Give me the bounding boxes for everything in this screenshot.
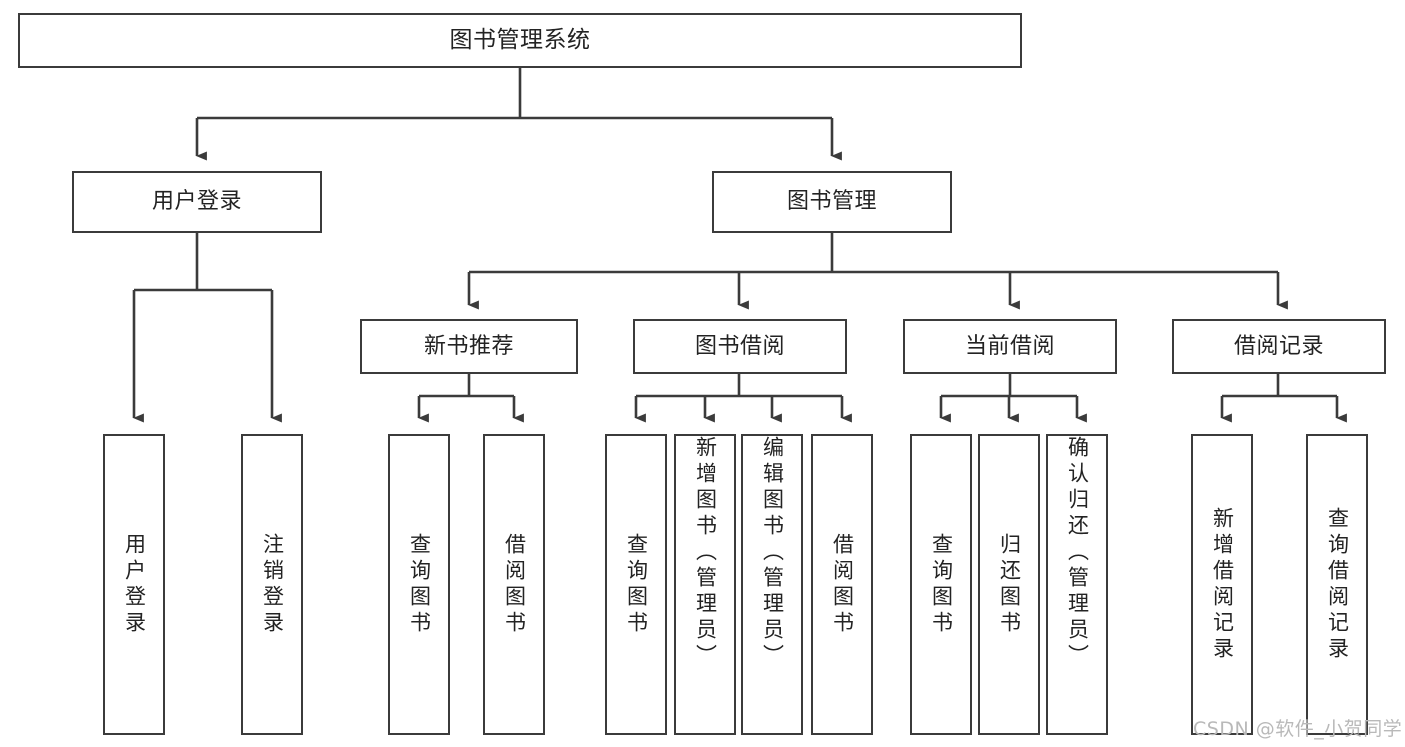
node-leaf-user-login[interactable]: 用户登录 xyxy=(103,434,165,735)
node-user-login[interactable]: 用户登录 xyxy=(72,171,322,233)
node-book-management-label: 图书管理 xyxy=(786,189,877,215)
node-leaf-borrow-book-2-label: 借阅图书 xyxy=(830,532,855,637)
node-leaf-confirm-return[interactable]: 确认归还（管理员） xyxy=(1046,434,1108,735)
node-current-borrow-label: 当前借阅 xyxy=(964,333,1055,359)
node-leaf-query-book-2[interactable]: 查询图书 xyxy=(605,434,667,735)
node-leaf-query-record[interactable]: 查询借阅记录 xyxy=(1306,434,1368,735)
node-leaf-add-book[interactable]: 新增图书（管理员） xyxy=(674,434,736,735)
node-leaf-add-record-label: 新增借阅记录 xyxy=(1210,506,1235,663)
node-leaf-query-book-3-label: 查询图书 xyxy=(929,532,954,637)
node-leaf-query-book-1-label: 查询图书 xyxy=(407,532,432,637)
node-new-book-recommend[interactable]: 新书推荐 xyxy=(360,319,578,374)
node-root-system[interactable]: 图书管理系统 xyxy=(18,13,1022,68)
node-book-borrow-label: 图书借阅 xyxy=(694,333,785,359)
node-leaf-query-book-3[interactable]: 查询图书 xyxy=(910,434,972,735)
node-leaf-return-book-label: 归还图书 xyxy=(997,532,1022,637)
node-borrow-record[interactable]: 借阅记录 xyxy=(1172,319,1386,374)
node-leaf-add-book-label: 新增图书（管理员） xyxy=(693,436,718,670)
csdn-watermark-text: CSDN @软件_小贺同学 xyxy=(1193,718,1403,740)
node-leaf-user-login-label: 用户登录 xyxy=(122,532,147,637)
node-leaf-confirm-return-label: 确认归还（管理员） xyxy=(1065,436,1090,670)
node-root-system-label: 图书管理系统 xyxy=(449,26,591,53)
node-current-borrow[interactable]: 当前借阅 xyxy=(903,319,1117,374)
node-leaf-edit-book-label: 编辑图书（管理员） xyxy=(760,436,785,670)
node-leaf-query-book-1[interactable]: 查询图书 xyxy=(388,434,450,735)
node-leaf-borrow-book-1-label: 借阅图书 xyxy=(502,532,527,637)
node-leaf-query-record-label: 查询借阅记录 xyxy=(1325,506,1350,663)
node-leaf-return-book[interactable]: 归还图书 xyxy=(978,434,1040,735)
csdn-watermark: CSDN @软件_小贺同学 xyxy=(1193,714,1402,741)
node-leaf-borrow-book-2[interactable]: 借阅图书 xyxy=(811,434,873,735)
node-leaf-query-book-2-label: 查询图书 xyxy=(624,532,649,637)
node-new-book-recommend-label: 新书推荐 xyxy=(423,333,514,359)
node-borrow-record-label: 借阅记录 xyxy=(1233,333,1324,359)
node-leaf-user-logout-label: 注销登录 xyxy=(260,532,285,637)
node-book-borrow[interactable]: 图书借阅 xyxy=(633,319,847,374)
node-leaf-user-logout[interactable]: 注销登录 xyxy=(241,434,303,735)
node-leaf-edit-book[interactable]: 编辑图书（管理员） xyxy=(741,434,803,735)
node-user-login-label: 用户登录 xyxy=(151,189,242,215)
node-leaf-borrow-book-1[interactable]: 借阅图书 xyxy=(483,434,545,735)
node-leaf-add-record[interactable]: 新增借阅记录 xyxy=(1191,434,1253,735)
node-book-management[interactable]: 图书管理 xyxy=(712,171,952,233)
